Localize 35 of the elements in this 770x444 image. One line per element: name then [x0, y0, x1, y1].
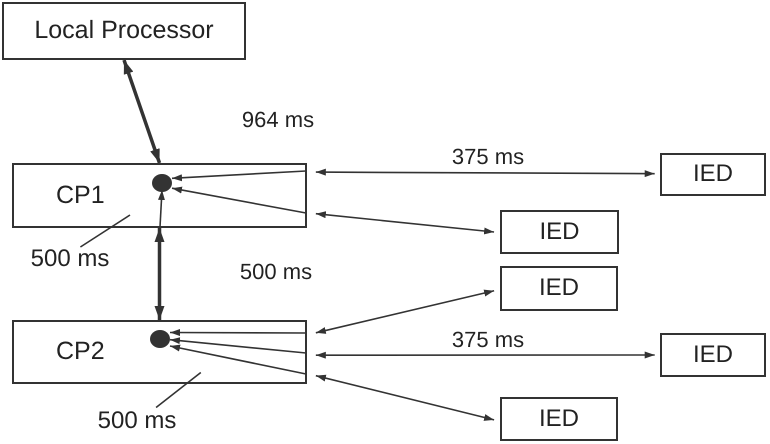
arrow [316, 290, 494, 334]
arrow [170, 329, 306, 336]
node-label: CP1 [56, 182, 105, 210]
leader-line [80, 214, 130, 248]
process-box [2, 2, 246, 60]
process-box [500, 266, 618, 311]
process-box [500, 210, 619, 254]
arrow [316, 168, 655, 178]
arrow [154, 228, 164, 320]
delay-label: 500 ms [98, 408, 176, 434]
node-label: IED [538, 406, 579, 432]
delay-label: 500 ms [30, 246, 110, 272]
node-label: IED [692, 342, 733, 368]
process-box [660, 153, 766, 196]
process-box [12, 163, 307, 228]
arrow [172, 186, 306, 214]
node-label: IED [539, 218, 580, 246]
process-box [12, 320, 307, 384]
junction-dot [152, 174, 172, 192]
arrow [172, 170, 306, 182]
arrow [170, 344, 306, 375]
arrow [316, 374, 494, 421]
arrow [316, 352, 655, 359]
arrow [316, 211, 494, 234]
node-label: IED [692, 161, 733, 188]
process-box [660, 333, 766, 377]
node-label: CP2 [56, 338, 105, 366]
arrow [158, 190, 165, 228]
arrow [122, 59, 162, 164]
process-box [500, 397, 618, 441]
node-label: IED [538, 275, 579, 302]
junction-dot [150, 330, 170, 348]
arrow [170, 337, 306, 354]
leader-line [156, 372, 202, 408]
node-label: Local Processor [34, 17, 214, 45]
